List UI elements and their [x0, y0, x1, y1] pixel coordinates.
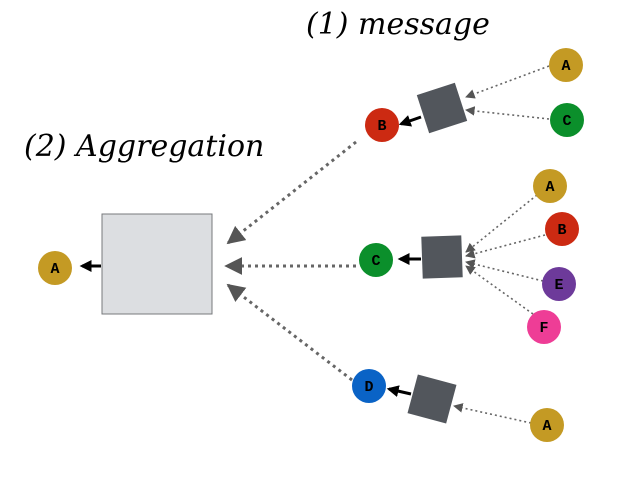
message-box	[421, 235, 463, 279]
node-circle	[542, 267, 576, 301]
node-circle	[527, 310, 561, 344]
node-label: C	[371, 253, 380, 270]
aggregation-edge-b	[226, 140, 357, 245]
neighbor-edge	[465, 194, 538, 253]
aggregation-box	[101, 213, 213, 315]
node-circle	[365, 108, 399, 142]
node-circle	[530, 408, 564, 442]
neighbor-edge	[465, 106, 550, 120]
node-label: F	[539, 320, 548, 337]
node-circle	[549, 48, 583, 82]
neighbor-edge	[465, 65, 550, 99]
node-circle	[359, 243, 393, 277]
center-node: B	[365, 108, 399, 142]
target-node: A	[38, 251, 72, 285]
node-label: A	[545, 179, 554, 196]
node-label: B	[557, 222, 566, 239]
neighbor-edge	[465, 265, 534, 315]
node-label: B	[377, 118, 386, 135]
message-arrow	[398, 115, 422, 127]
center-node: C	[359, 243, 393, 277]
node-circle	[550, 103, 584, 137]
neighbor-edge	[465, 234, 546, 259]
message-arrow	[386, 385, 412, 397]
node-circle	[545, 212, 579, 246]
neighbor-node: C	[550, 103, 584, 137]
aggregation-edge-d	[226, 283, 353, 382]
neighbor-node: B	[545, 212, 579, 246]
message-annotation: (1) message	[306, 7, 490, 42]
message-box	[407, 374, 457, 424]
message-group-c: C A B E F	[359, 169, 579, 344]
neighbor-node: A	[533, 169, 567, 203]
node-label: A	[542, 418, 551, 435]
node-circle	[352, 369, 386, 403]
neighbor-node: F	[527, 310, 561, 344]
neighbor-node: A	[530, 408, 564, 442]
message-group-d: D A	[352, 369, 564, 442]
center-node: D	[352, 369, 386, 403]
neighbor-node: E	[542, 267, 576, 301]
aggregation-annotation: (2) Aggregation	[24, 129, 264, 164]
message-group-b: B A C	[365, 48, 584, 142]
node-label: A	[561, 58, 570, 75]
node-circle	[38, 251, 72, 285]
neighbor-edge	[465, 259, 544, 282]
node-label: A	[50, 261, 59, 278]
node-label: D	[364, 379, 373, 396]
node-label: C	[562, 113, 571, 130]
neighbor-node: A	[549, 48, 583, 82]
node-circle	[533, 169, 567, 203]
neighbor-edge	[453, 403, 532, 424]
node-label: E	[554, 277, 563, 294]
message-box	[416, 82, 468, 134]
